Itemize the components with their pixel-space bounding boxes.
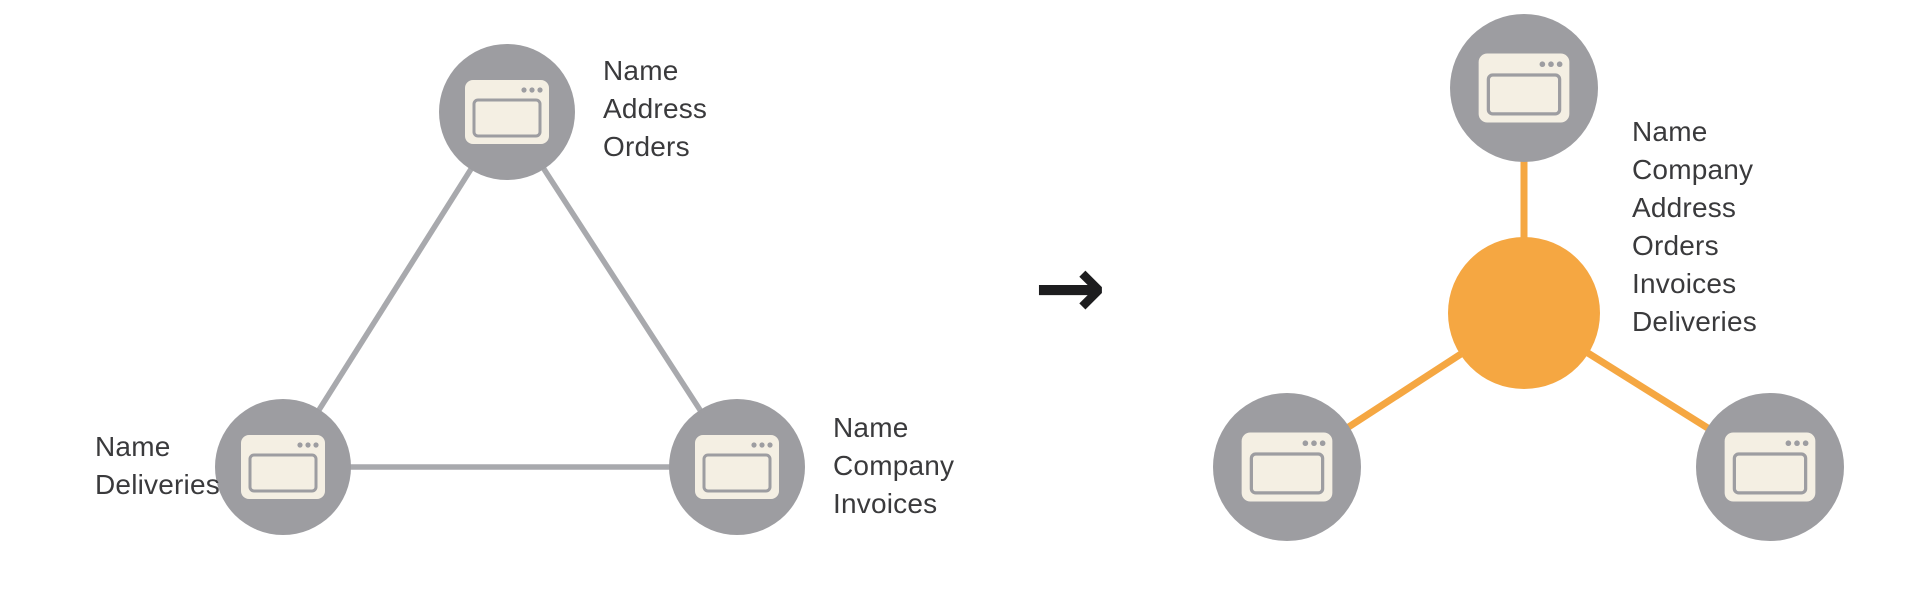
left-top-node-label: Name Address Orders bbox=[603, 55, 708, 162]
browser-window-icon bbox=[1240, 430, 1334, 504]
hub-label: Name Company Address Orders Invoices Del… bbox=[1632, 116, 1757, 337]
left-bottom-left-node-label: Name Deliveries bbox=[95, 431, 220, 500]
browser-window-icon bbox=[239, 433, 327, 501]
connector-line-left-1 bbox=[280, 110, 510, 469]
transition-arrow-icon: → bbox=[1033, 238, 1107, 338]
browser-window-icon bbox=[1723, 430, 1817, 504]
browser-window-icon bbox=[693, 433, 781, 501]
central-hub-circle bbox=[1448, 237, 1600, 389]
browser-window-icon bbox=[1477, 51, 1571, 125]
browser-window-icon bbox=[463, 78, 551, 146]
left-bottom-right-node-label: Name Company Invoices bbox=[833, 412, 955, 519]
connector-line-left-2 bbox=[504, 110, 740, 469]
